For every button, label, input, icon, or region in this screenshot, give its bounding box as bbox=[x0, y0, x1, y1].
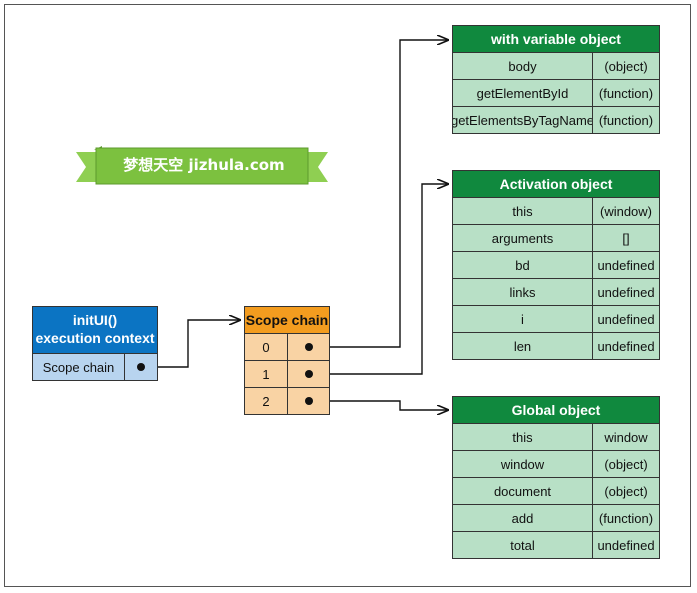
property-name: getElementsByTagName bbox=[453, 107, 593, 133]
property-value: undefined bbox=[597, 338, 655, 354]
scope-chain-row: 2 bbox=[245, 387, 329, 414]
property-name: body bbox=[453, 53, 593, 79]
property-value: undefined bbox=[597, 257, 655, 273]
table-row: this window bbox=[453, 423, 659, 450]
property-name: getElementById bbox=[453, 80, 593, 106]
property-name: this bbox=[453, 424, 593, 450]
property-value: (object) bbox=[604, 456, 648, 472]
table-row: getElementById (function) bbox=[453, 79, 659, 106]
scope-chain-pointer bbox=[288, 361, 329, 387]
execution-context-title-line1: initUI() bbox=[72, 312, 118, 328]
arrow-context-to-scope bbox=[142, 320, 240, 368]
scope-chain-row: 1 bbox=[245, 360, 329, 387]
arrow-scope0-to-with bbox=[309, 40, 448, 348]
scope-chain-index: 1 bbox=[245, 361, 288, 387]
execution-context-title-line2: execution context bbox=[35, 330, 155, 346]
property-name: add bbox=[453, 505, 593, 531]
property-name: this bbox=[453, 198, 593, 224]
table-row: len undefined bbox=[453, 332, 659, 359]
property-name: document bbox=[453, 478, 593, 504]
table-row: window (object) bbox=[453, 450, 659, 477]
property-value: undefined bbox=[597, 311, 655, 327]
with-variable-object-box: with variable object body (object) getEl… bbox=[452, 25, 660, 134]
property-name: arguments bbox=[453, 225, 593, 251]
execution-context-box: initUI() execution context Scope chain bbox=[32, 306, 158, 381]
scope-chain-index: 0 bbox=[245, 334, 288, 360]
table-row: body (object) bbox=[453, 52, 659, 79]
property-value: (window) bbox=[599, 203, 652, 219]
table-row: arguments [] bbox=[453, 224, 659, 251]
global-object-box: Global object this window window (object… bbox=[452, 396, 660, 559]
diagram-frame bbox=[4, 4, 691, 587]
property-value: (function) bbox=[598, 510, 654, 526]
scope-chain-pointer bbox=[288, 388, 329, 414]
property-name: i bbox=[453, 306, 593, 332]
arrow-scope2-to-global bbox=[309, 400, 448, 410]
pointer-dot-icon bbox=[304, 343, 313, 351]
table-row: add (function) bbox=[453, 504, 659, 531]
execution-context-header: initUI() execution context bbox=[33, 307, 157, 353]
property-value: (object) bbox=[604, 58, 648, 74]
property-name: len bbox=[453, 333, 593, 359]
table-row: this (window) bbox=[453, 197, 659, 224]
scope-chain-header: Scope chain bbox=[245, 307, 329, 333]
table-row: links undefined bbox=[453, 278, 659, 305]
watermark-text: 梦想天空 jizhula.com bbox=[123, 156, 285, 174]
execution-context-row: Scope chain bbox=[33, 353, 157, 380]
property-name: total bbox=[453, 532, 593, 558]
property-name: links bbox=[453, 279, 593, 305]
property-value: [] bbox=[622, 230, 630, 246]
execution-context-row-label: Scope chain bbox=[33, 354, 125, 380]
table-row: document (object) bbox=[453, 477, 659, 504]
pointer-dot-icon bbox=[137, 363, 145, 371]
property-value: (object) bbox=[604, 483, 648, 499]
property-name: window bbox=[453, 451, 593, 477]
pointer-dot-icon bbox=[304, 370, 313, 378]
activation-object-box: Activation object this (window) argument… bbox=[452, 170, 660, 360]
table-row: bd undefined bbox=[453, 251, 659, 278]
table-row: total undefined bbox=[453, 531, 659, 558]
pointer-dot-icon bbox=[304, 397, 313, 405]
activation-object-header: Activation object bbox=[453, 171, 659, 197]
watermark-banner bbox=[76, 146, 328, 185]
arrow-scope1-to-activation bbox=[309, 184, 448, 375]
with-variable-object-header: with variable object bbox=[453, 26, 659, 52]
property-value: (function) bbox=[598, 85, 654, 101]
scope-chain-index: 2 bbox=[245, 388, 288, 414]
global-object-header: Global object bbox=[453, 397, 659, 423]
property-name: bd bbox=[453, 252, 593, 278]
property-value: undefined bbox=[597, 537, 655, 553]
scope-chain-row: 0 bbox=[245, 333, 329, 360]
execution-context-pointer bbox=[125, 354, 157, 380]
property-value: undefined bbox=[597, 284, 655, 300]
property-value: (function) bbox=[598, 112, 654, 128]
table-row: getElementsByTagName (function) bbox=[453, 106, 659, 133]
property-value: window bbox=[604, 429, 648, 445]
table-row: i undefined bbox=[453, 305, 659, 332]
scope-chain-pointer bbox=[288, 334, 329, 360]
scope-chain-box: Scope chain 0 1 2 bbox=[244, 306, 330, 415]
